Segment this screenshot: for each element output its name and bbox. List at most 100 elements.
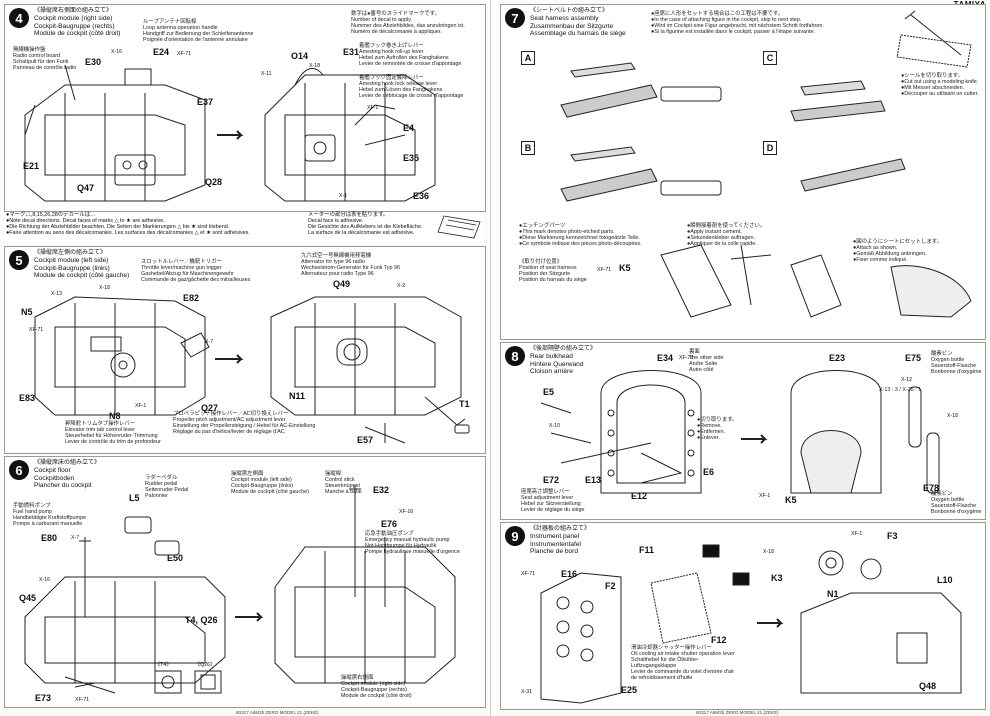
part-label: E16 <box>561 569 578 579</box>
part-label: E37 <box>197 97 214 107</box>
step-7-panel: 7 《シートベルトの組み立て》 Seat harness assembly Zu… <box>500 4 986 340</box>
step-title-en: Cockpit module (right side) <box>34 15 113 23</box>
step-title-en: Cockpit module (left side) <box>34 257 109 265</box>
fuel-pump-note: 手動燃料ポンプ Fuel hand pump Handbetätigte Kra… <box>13 503 87 528</box>
t4-label: 《T4》 <box>155 662 172 668</box>
radio-note: 無線機操作盤 Radio control board Schaltpult fü… <box>13 47 77 72</box>
step-number: 4 <box>9 8 29 28</box>
step-4-drawing <box>24 64 436 202</box>
step-7-drawing <box>560 10 972 318</box>
decal-sheet-icon <box>437 215 481 239</box>
step-title-de: Cockpitboden <box>34 474 75 482</box>
part-label: XF-71 <box>29 327 44 333</box>
part-label: Q49 <box>333 279 351 289</box>
step-5-panel: 5 《操縦席左側の組み立て》 Cockpit module (left side… <box>4 246 486 454</box>
warning-right-fr: La surface de la décalcomanie est adhési… <box>308 230 415 236</box>
step-title-fr: Assemblage du harnais de siège <box>530 30 626 38</box>
pane-b-label: B <box>521 141 535 155</box>
part-label: T1 <box>459 399 470 409</box>
remove-note: ●切り取ります。 ●Remove. ●Entfernen. ●Enlever. <box>697 417 738 442</box>
throttle-note: スロットルレバー／機銃トリガー Throttle lever/machine g… <box>141 259 251 284</box>
step-8-drawing <box>540 370 940 494</box>
part-label: E34 <box>657 353 674 363</box>
part-label: O14 <box>291 51 309 61</box>
part-label: E75 <box>905 353 922 363</box>
part-label: F3 <box>887 531 898 541</box>
step-title-jp: 《操縦席左側の組み立て》 <box>34 250 107 256</box>
part-label: X-16 <box>39 577 50 583</box>
attach-shown-note: ●図のようにシートにセットします。 ●Attach as shown. ●Gem… <box>853 239 942 264</box>
step-title-jp: 《後部隔壁の組み立て》 <box>530 346 597 352</box>
figure-note: ●座席に人形をセットする場合はこの工程は不要です。 ●In the case o… <box>651 11 824 36</box>
part-label: K5 <box>785 495 797 505</box>
step-6-panel: 6 《操縦席床の組み立て》 Cockpit floor Cockpitboden… <box>4 456 486 708</box>
step-4-panel: 4 《操縦席右側面の組み立て》 Cockpit module (right si… <box>4 4 486 212</box>
part-label: L10 <box>937 575 953 585</box>
part-label: X-10 <box>549 423 560 429</box>
alternator-note: 九六式空一号無線機用発電機 Alternator for type 96 rad… <box>301 253 400 278</box>
part-label: E12 <box>631 491 648 501</box>
pane-d-label: D <box>763 141 777 155</box>
part-label: E73 <box>35 693 52 703</box>
module-left-note: 操縦席左側面 Cockpit module (left side) Cockpi… <box>231 471 309 496</box>
step-number: 9 <box>505 526 525 546</box>
part-label: E30 <box>85 57 102 67</box>
part-label: X-18 <box>763 549 774 555</box>
part-label: XF-1 <box>759 493 771 499</box>
oxygen-note-bottom: 酸素ビン Oxygen bottle Sauerstoff-Flasche Bo… <box>931 491 982 516</box>
part-label: K5 <box>619 263 631 273</box>
seat-adjust-note: 座席高さ調整レバー Seat adjustment lever Hebel zu… <box>521 489 585 514</box>
part-label: E78 <box>923 483 940 493</box>
part-label: XF-1 <box>367 105 379 111</box>
oxygen-note-top: 酸素ビン Oxygen bottle Sauerstoff-Flasche Bo… <box>931 351 982 376</box>
part-label: Q48 <box>919 681 937 691</box>
warning-right-de: Die Gesichte des Aufklebers ist die Kleb… <box>308 224 423 230</box>
step-title-de: Instrumententafel <box>530 540 581 548</box>
part-label: E4 <box>403 123 415 133</box>
hydraulic-pump-note: 応急手動油圧ポンプ Emergency manual hydraulic pum… <box>365 531 460 556</box>
step-title-jp: 《シートベルトの組み立て》 <box>530 8 609 14</box>
decal-warning: ●マーク△,8,15,26,28のデカールは… ●Note decal dire… <box>4 212 484 242</box>
part-label: X-18 <box>947 413 958 419</box>
part-label: N1 <box>827 589 839 599</box>
part-label: X-12 <box>901 377 912 383</box>
warning-en: ●Note decal directions. Decal faces of m… <box>6 218 165 224</box>
module-right-note: 操縦席右側面 Cockpit module (right side) Cockp… <box>341 675 412 700</box>
part-label: L5 <box>129 493 140 503</box>
hook-release-note: 着艦フック固定解除レバー Arresting hook lock release… <box>359 75 464 100</box>
part-label: X-1 <box>339 193 348 199</box>
part-label: F2 <box>605 581 616 591</box>
part-label: E32 <box>373 485 390 495</box>
part-label: Q27 <box>201 403 219 413</box>
step-7-header: 7 《シートベルトの組み立て》 Seat harness assembly Zu… <box>505 8 626 38</box>
part-label: X-18 <box>309 63 320 69</box>
step-4-header: 4 《操縦席右側面の組み立て》 Cockpit module (right si… <box>9 8 121 38</box>
step-title-en: Seat harness assembly <box>530 15 599 23</box>
step-8-panel: 8 《後部隔壁の組み立て》 Rear bulkhead Hintere Quer… <box>500 342 986 520</box>
part-label: E72 <box>543 475 560 485</box>
part-label: E36 <box>413 191 430 201</box>
part-label: E50 <box>167 553 184 563</box>
part-label: X-11 <box>261 71 272 77</box>
part-label: E35 <box>403 153 420 163</box>
part-label: E5 <box>543 387 555 397</box>
pane-c-label: C <box>763 51 777 65</box>
part-label: Q45 <box>19 593 37 603</box>
step-title-fr: Cloison arrière <box>530 368 573 376</box>
step-title-de: Cockpit-Baugruppe (links) <box>34 264 110 272</box>
step-title-de: Cockpit-Baugruppe (rechts) <box>34 22 115 30</box>
part-label: X-16 <box>111 49 122 55</box>
part-label: E13 <box>585 475 602 485</box>
part-label: E57 <box>357 435 374 445</box>
step-6-header: 6 《操縦席床の組み立て》 Cockpit floor Cockpitboden… <box>9 460 100 490</box>
loop-antenna-note: ループアンテナ回転桿 Loop antenna operation handle… <box>143 19 254 44</box>
cut-out-note: ●シールを切り取ります。 ●Cut out using a modeling k… <box>901 73 979 98</box>
part-label: N11 <box>289 391 306 401</box>
part-label: N5 <box>21 307 33 317</box>
step-5-drawing <box>34 296 470 444</box>
part-label: XF-1 <box>851 531 863 537</box>
step-9-drawing <box>540 544 962 704</box>
part-label: XF-71 <box>177 51 192 57</box>
step-title-fr: Module de cockpit (côté droit) <box>34 30 121 38</box>
harness-position-note: 《取り付け位置》 Position of seat harness Positi… <box>519 259 587 284</box>
